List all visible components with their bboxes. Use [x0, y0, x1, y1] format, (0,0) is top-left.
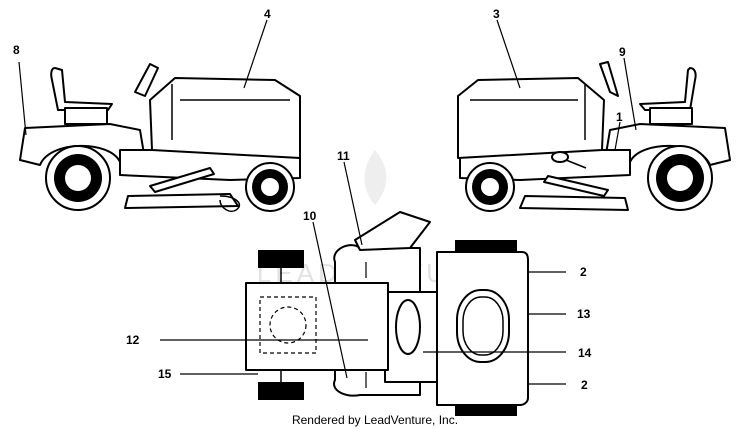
- seat-left: [50, 67, 113, 111]
- mower-deck-right: [519, 195, 629, 211]
- callout-12: 12: [126, 333, 140, 347]
- callout-13: 13: [577, 307, 591, 321]
- pedal-left: [149, 167, 215, 193]
- flame-watermark-icon: [364, 150, 387, 205]
- callout-labels: 8 4 3 9 1 11 10 2 13 12 14 15 2: [13, 7, 626, 392]
- seat-top: [456, 289, 510, 363]
- steering-wheel-top: [395, 299, 421, 355]
- mower-left-side-view: [19, 63, 301, 212]
- front-wheel-top-left: [258, 250, 304, 268]
- callout-9: 9: [619, 45, 626, 59]
- engine-outline-top: [259, 296, 317, 354]
- callout-2-lower: 2: [581, 378, 588, 392]
- callout-15: 15: [158, 367, 172, 381]
- callout-2-upper: 2: [580, 265, 587, 279]
- mower-deck-left: [124, 193, 239, 209]
- lever-knob-right: [551, 151, 569, 163]
- seat-base-right: [649, 107, 693, 125]
- seat-base-left: [64, 107, 108, 125]
- steering-wheel-left: [134, 63, 159, 97]
- rear-wheel-top-left: [455, 240, 517, 252]
- front-wheel-top-right: [258, 382, 304, 400]
- callout-10: 10: [303, 209, 317, 223]
- hood-left: [149, 77, 301, 159]
- callout-1: 1: [616, 110, 623, 124]
- steering-wheel-right: [599, 61, 619, 97]
- mower-top-view: [245, 211, 529, 416]
- callout-8: 8: [13, 43, 20, 57]
- callout-11: 11: [337, 149, 350, 163]
- hood-top: [245, 282, 389, 371]
- leader-lines: [18, 19, 637, 385]
- callout-4: 4: [264, 7, 271, 21]
- seat-right: [639, 67, 697, 111]
- rendered-by-credit: Rendered by LeadVenture, Inc.: [292, 413, 458, 427]
- callout-14: 14: [578, 346, 592, 360]
- rear-wheel-top-right: [455, 404, 517, 416]
- hood-right: [457, 77, 605, 159]
- discharge-chute-top: [354, 211, 431, 251]
- pedal-right: [543, 175, 609, 197]
- callout-3: 3: [493, 7, 500, 21]
- mower-right-side-view: [457, 61, 731, 212]
